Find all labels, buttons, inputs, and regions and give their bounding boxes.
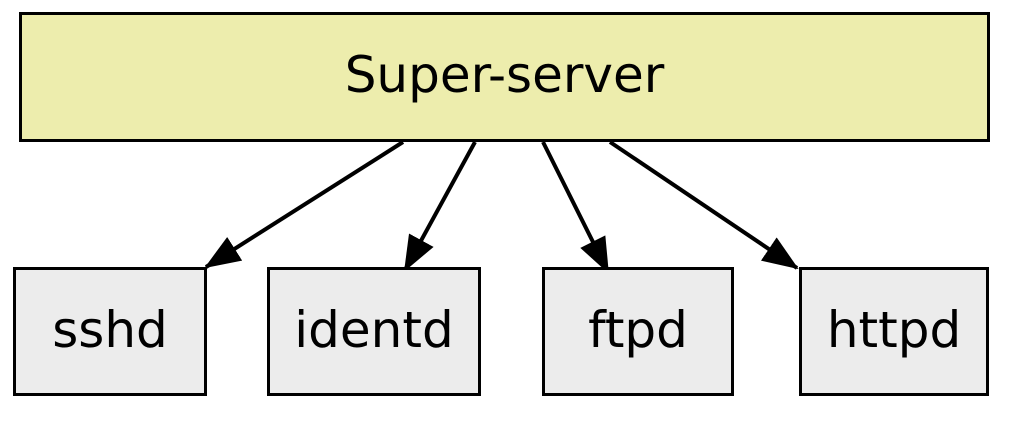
node-super-server: Super-server [19,12,990,142]
node-ftpd-label: ftpd [588,300,688,359]
node-sshd-label: sshd [52,300,168,359]
edge-super-server-to-httpd [608,140,799,270]
node-ftpd: ftpd [542,267,734,396]
node-httpd-label: httpd [826,300,962,359]
edge-super-server-to-identd [403,141,477,272]
node-identd: identd [267,267,481,396]
node-identd-label: identd [294,300,454,359]
node-super-server-label: Super-server [344,46,665,104]
node-httpd: httpd [799,267,989,396]
edge-super-server-to-ftpd [541,141,610,274]
edge-super-server-to-sshd [204,140,405,269]
node-sshd: sshd [13,267,207,396]
